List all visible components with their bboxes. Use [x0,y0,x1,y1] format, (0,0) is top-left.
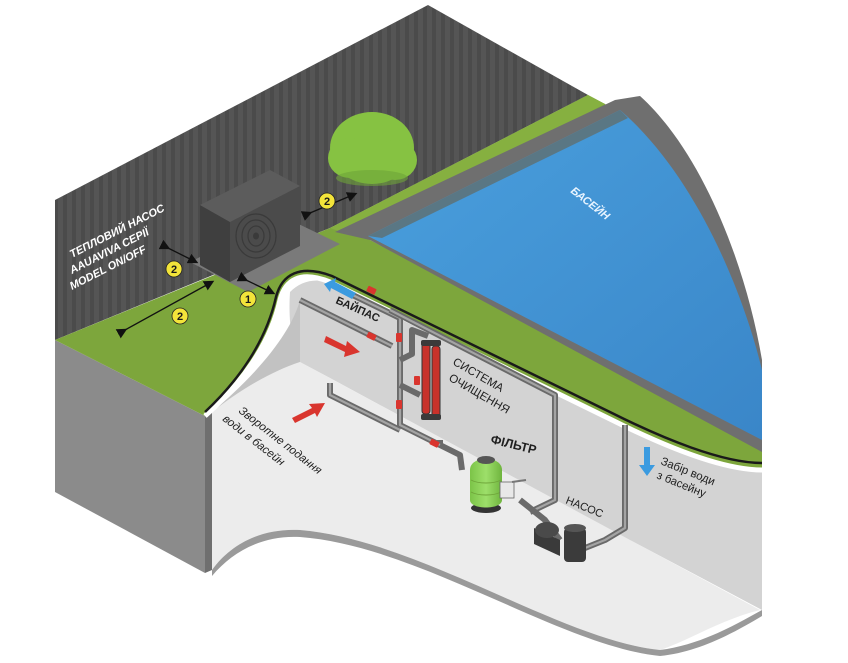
clearance-arrow-left-front [115,280,215,339]
ground-side-edge [205,412,212,573]
flow-arrow-intake-blue [639,447,655,476]
badge-top: 2 [318,192,336,210]
badge-left-wall: 2 [165,260,183,278]
basement-wall [289,280,762,610]
grass-area [55,95,762,470]
badge-front: 1 [239,290,257,308]
ground-side-left [55,340,205,573]
cutaway-edge [203,274,763,473]
badge-left-front-text: 2 [177,311,183,323]
badge-left-wall-text: 2 [171,264,177,276]
clearance-arrow-left-wall [158,239,199,264]
flow-arrow-return [292,403,325,423]
pipework [298,281,628,553]
badge-top-text: 2 [324,196,330,208]
sand-filter [470,456,527,513]
badge-left-front: 2 [171,307,189,325]
clearance-arrow-front [236,271,276,295]
basement-wall-left [212,300,300,412]
flow-arrow-bypass-blue [324,278,356,299]
flow-arrow-hot-in [324,336,360,357]
bush [328,112,417,186]
fan-grille-icon [235,213,277,259]
cutaway-edge-dark [204,269,763,465]
grass-strip [330,95,605,235]
heat-pump-unit [190,170,340,292]
floor-edge [212,529,762,656]
valves [366,285,440,448]
purification-system [421,340,441,420]
pump [534,522,586,562]
badge-front-text: 1 [245,294,251,306]
pool-edge [368,110,628,238]
